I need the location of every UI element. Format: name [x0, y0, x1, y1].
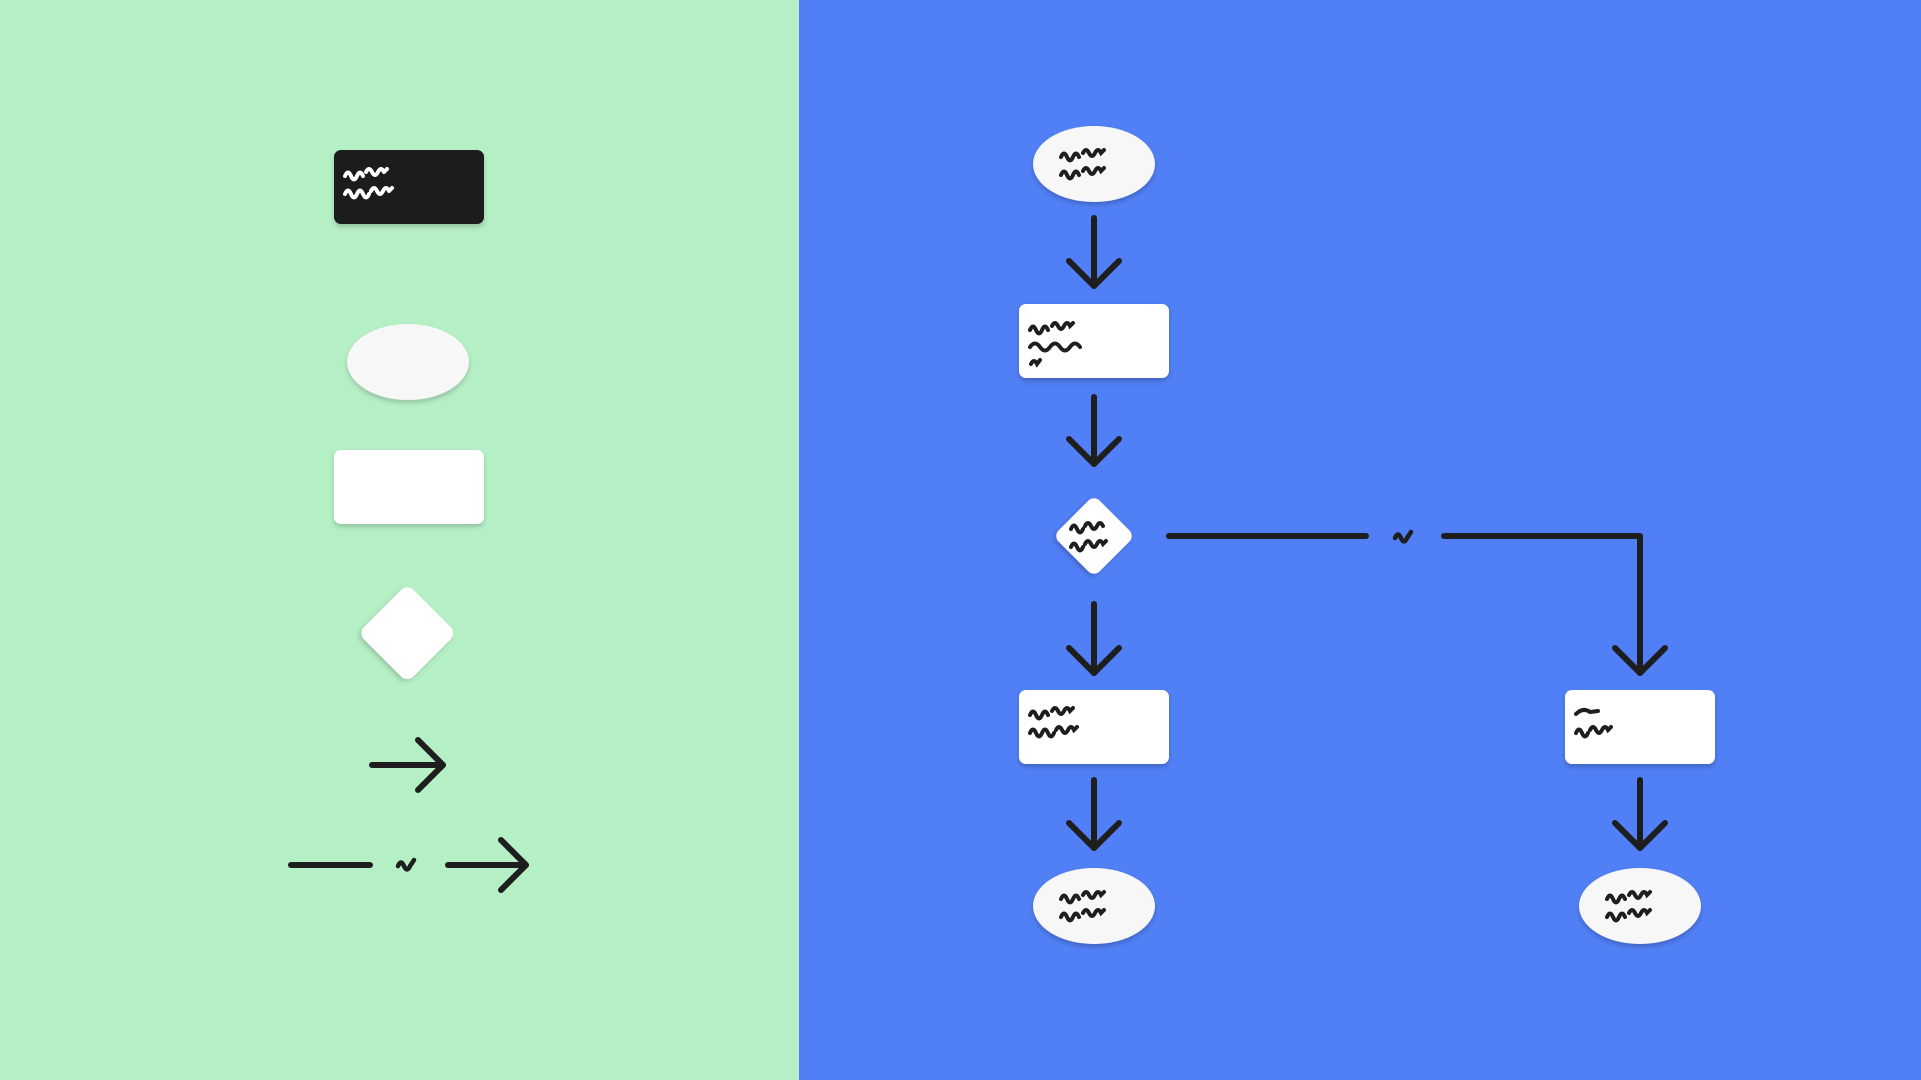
edge-label-scribble: [1392, 529, 1414, 544]
node-step-2: [1019, 690, 1169, 764]
node-step-1: [1019, 304, 1169, 378]
scribble-text: [1574, 707, 1613, 739]
node-end-2: [1579, 868, 1701, 944]
flowchart-panel: [799, 0, 1921, 1080]
legend-process-rectangle: [334, 450, 484, 524]
scribble-text: [1605, 890, 1652, 923]
edge-decision-to-alt-step: [1166, 529, 1668, 676]
scribble-text: [343, 167, 394, 200]
legend-decision-diamond: [361, 587, 454, 679]
legend-labeled-connector-arrow: [288, 837, 529, 893]
scribble-text: [1059, 148, 1106, 181]
scribble-text: [1059, 890, 1106, 923]
node-end-1: [1033, 868, 1155, 944]
edge-step-1-to-decision: [1066, 394, 1122, 467]
flowchart-svg: [799, 0, 1921, 1080]
node-alt-step: [1565, 690, 1715, 764]
legend-terminator-oval: [347, 324, 469, 400]
legend-dark-card: [334, 150, 484, 224]
scribble-text: [1069, 521, 1108, 553]
node-decision: [1056, 498, 1132, 574]
legend-connector-arrow: [369, 737, 446, 793]
flowchart-background: [799, 0, 1921, 1080]
edge-alt-step-to-end-2: [1612, 777, 1668, 851]
scribble-label: [395, 857, 417, 872]
edge-step-2-to-end-1: [1066, 777, 1122, 851]
scribble-text: [1028, 321, 1082, 368]
legend-svg: [0, 0, 799, 1080]
node-start: [1033, 126, 1155, 202]
shape-legend-panel: [0, 0, 799, 1080]
edge-decision-to-step-2: [1066, 601, 1122, 676]
edge-start-to-step-1: [1066, 215, 1122, 289]
scribble-text: [1028, 706, 1079, 739]
